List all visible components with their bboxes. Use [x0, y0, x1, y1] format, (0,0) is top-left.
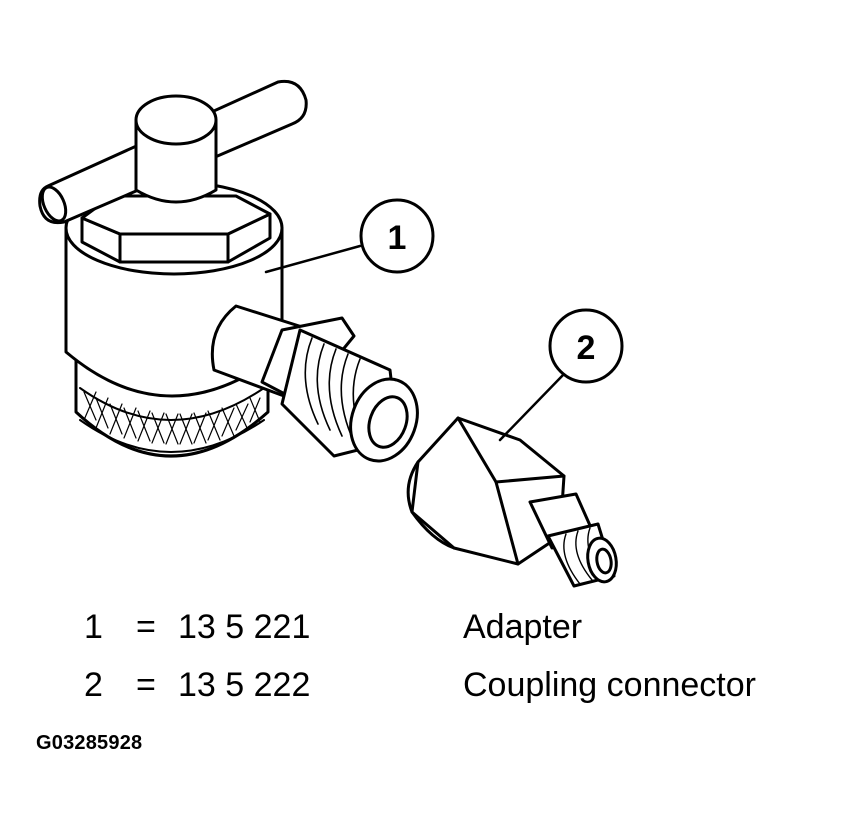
legend-row-1: 1 = 13 5 221 Adapter: [0, 604, 846, 650]
legend-part-name: Adapter: [463, 608, 583, 646]
callout-2-circle: [548, 308, 624, 384]
callout-2-leader: [498, 372, 566, 442]
legend-equals: =: [136, 666, 156, 704]
callout-1-circle: [359, 198, 435, 274]
legend-number: 2: [84, 666, 103, 704]
thread-lines: [304, 337, 367, 447]
legend-number: 1: [84, 608, 103, 646]
adapter-part: [38, 79, 419, 463]
legend-equals: =: [136, 608, 156, 646]
callout-1: [264, 198, 435, 274]
legend-part-number: 13 5 221: [178, 608, 311, 646]
coupling-connector-part: [406, 416, 618, 588]
legend-row-2: 2 = 13 5 222 Coupling connector: [0, 662, 846, 708]
figure-id: G03285928: [36, 732, 143, 754]
callout-2-number: 2: [577, 329, 596, 367]
legend-part-number: 13 5 222: [178, 666, 311, 704]
callout-1-leader: [264, 244, 362, 274]
legend-part-name: Coupling connector: [463, 666, 756, 704]
callout-2: [498, 308, 624, 442]
callout-1-number: 1: [388, 219, 407, 257]
knurl-pattern: [83, 391, 261, 445]
